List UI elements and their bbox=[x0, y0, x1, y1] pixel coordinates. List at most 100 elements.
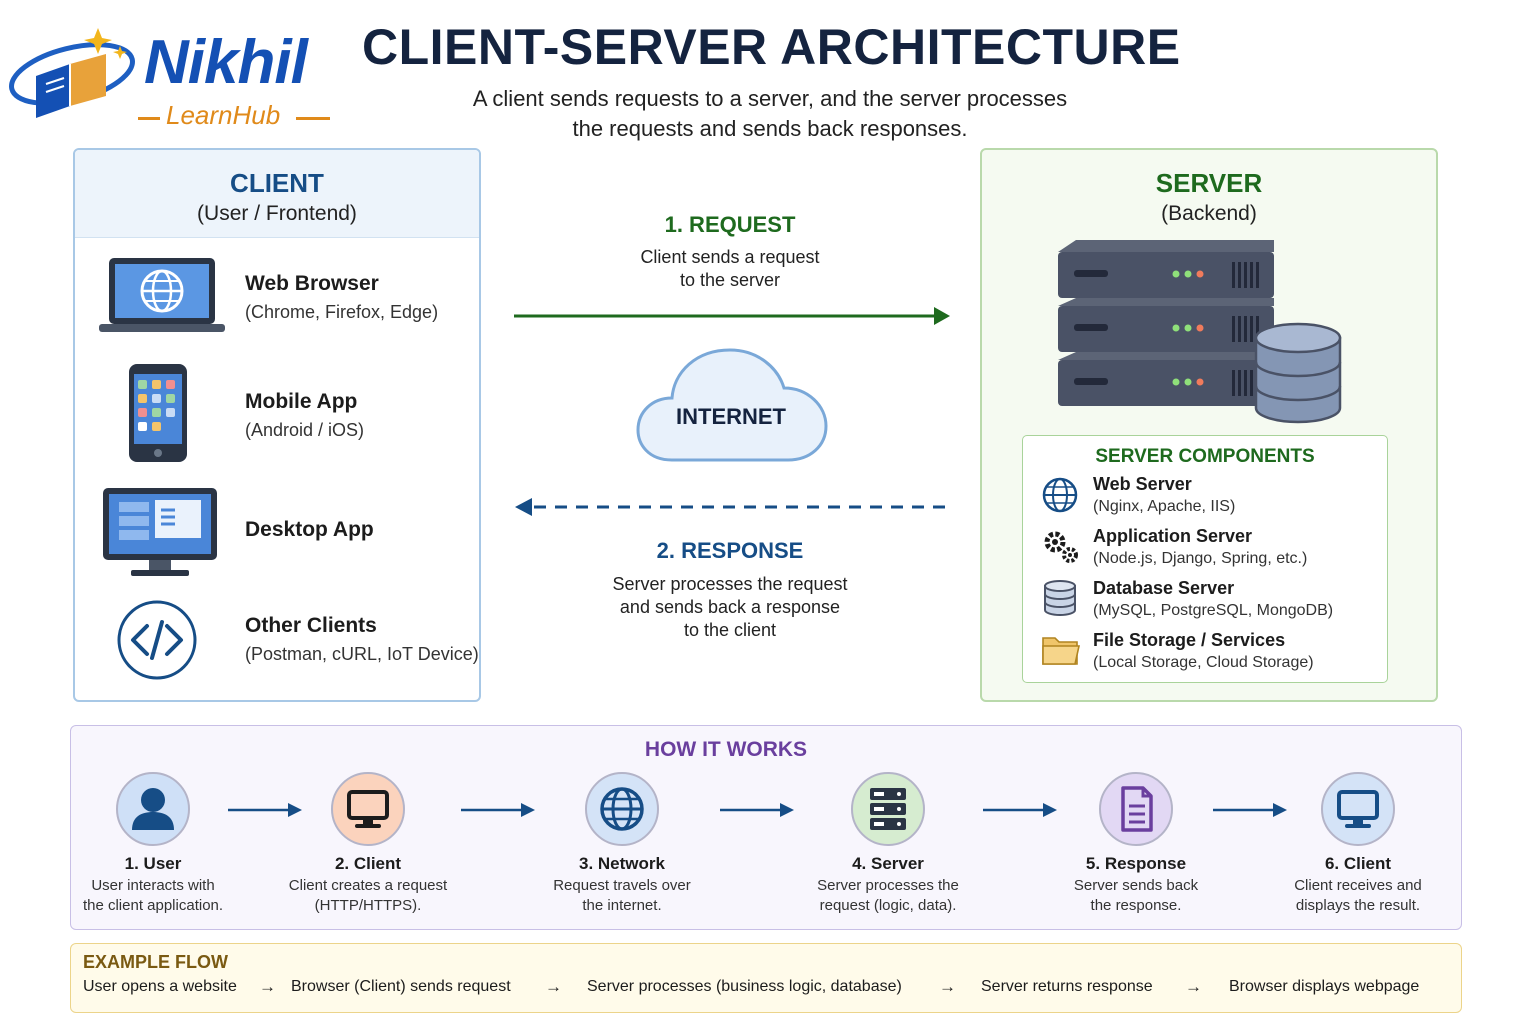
step-description: Client receives and displays the result. bbox=[1258, 876, 1458, 916]
client-item-name: Desktop App bbox=[245, 518, 374, 541]
client-header: CLIENT (User / Frontend) bbox=[75, 150, 479, 238]
step-line-2: the client application. bbox=[82, 897, 224, 914]
step-line-2: displays the result. bbox=[1295, 897, 1421, 914]
example-step: Browser (Client) sends request bbox=[291, 978, 511, 995]
example-flow-panel: EXAMPLE FLOW User opens a website → Brow… bbox=[70, 943, 1462, 1013]
response-arrow bbox=[515, 498, 950, 516]
client-item-detail: (Android / iOS) bbox=[245, 420, 365, 440]
step-line-2: request (logic, data). bbox=[819, 897, 957, 914]
request-line-1: Client sends a request bbox=[640, 247, 820, 267]
response-line-3: to the client bbox=[683, 620, 777, 640]
response-line-1: Server processes the request bbox=[612, 574, 848, 594]
document-icon bbox=[1121, 786, 1153, 832]
step-line-1: User interacts with bbox=[91, 877, 215, 894]
server-rack-icon bbox=[1058, 240, 1342, 424]
example-flow-title: EXAMPLE FLOW bbox=[83, 952, 228, 972]
globe-icon bbox=[1042, 477, 1078, 513]
step-description: Client creates a request (HTTP/HTTPS). bbox=[268, 876, 468, 916]
request-line-2: to the server bbox=[679, 270, 781, 290]
server-title: SERVER bbox=[1155, 168, 1263, 198]
step-title: 6. Client bbox=[1324, 854, 1392, 873]
logo-word: Nikhil bbox=[144, 28, 308, 97]
step-description: Server sends back the response. bbox=[1036, 876, 1236, 916]
request-description: Client sends a request to the server bbox=[590, 246, 870, 292]
flow-arrow bbox=[461, 803, 535, 817]
database-icon bbox=[1044, 580, 1076, 616]
step-circle bbox=[1321, 772, 1395, 846]
flow-arrow bbox=[228, 803, 302, 817]
client-item-detail: (Postman, cURL, IoT Device) bbox=[245, 644, 479, 664]
component-name: Application Server bbox=[1093, 526, 1253, 546]
component-detail: (Node.js, Django, Spring, etc.) bbox=[1093, 550, 1308, 567]
internet-label: INTERNET bbox=[676, 404, 786, 429]
subtitle-line-1: A client sends requests to a server, and… bbox=[472, 86, 1068, 111]
example-step: Server processes (business logic, databa… bbox=[587, 978, 902, 995]
how-it-works-title: HOW IT WORKS bbox=[644, 738, 808, 761]
client-subtitle: (User / Frontend) bbox=[197, 202, 357, 225]
component-name: File Storage / Services bbox=[1093, 630, 1286, 650]
client-item-detail: (Chrome, Firefox, Edge) bbox=[245, 302, 439, 322]
step-title: 2. Client bbox=[334, 854, 402, 873]
step-description: User interacts with the client applicati… bbox=[53, 876, 253, 916]
component-name: Web Server bbox=[1093, 474, 1192, 494]
client-title: CLIENT bbox=[230, 168, 324, 198]
flow-arrow bbox=[720, 803, 794, 817]
step-title: 1. User bbox=[124, 854, 182, 873]
desktop-monitor-icon bbox=[103, 488, 217, 576]
client-item-name: Other Clients bbox=[245, 614, 377, 637]
laptop-globe-icon bbox=[99, 258, 225, 332]
step-line-1: Client creates a request bbox=[288, 877, 448, 894]
response-description: Server processes the request and sends b… bbox=[580, 573, 880, 642]
gears-icon bbox=[1044, 531, 1078, 563]
client-panel: CLIENT (User / Frontend) Web Browser (Ch… bbox=[73, 148, 481, 702]
globe-icon bbox=[600, 787, 644, 831]
database-cylinder-icon bbox=[1254, 322, 1342, 424]
folder-icon bbox=[1042, 637, 1080, 665]
logo-subword: LearnHub bbox=[166, 100, 281, 130]
step-circle bbox=[851, 772, 925, 846]
example-arrow: → bbox=[545, 977, 562, 996]
step-circle bbox=[585, 772, 659, 846]
example-arrow: → bbox=[259, 977, 276, 996]
server-panel: SERVER (Backend) bbox=[980, 148, 1438, 702]
client-item-name: Mobile App bbox=[245, 390, 358, 413]
step-line-2: the response. bbox=[1090, 897, 1182, 914]
component-name: Database Server bbox=[1093, 578, 1235, 598]
example-arrow: → bbox=[1185, 977, 1202, 996]
component-detail: (MySQL, PostgreSQL, MongoDB) bbox=[1093, 602, 1334, 619]
smartphone-icon bbox=[129, 364, 187, 462]
code-icon bbox=[117, 600, 197, 680]
response-title: 2. RESPONSE bbox=[656, 538, 804, 563]
request-title: 1. REQUEST bbox=[664, 212, 796, 237]
subtitle-line-2: the requests and sends back responses. bbox=[572, 116, 968, 141]
server-subtitle: (Backend) bbox=[1161, 202, 1257, 225]
server-components-title: SERVER COMPONENTS bbox=[1095, 446, 1315, 467]
step-title: 5. Response bbox=[1085, 854, 1187, 873]
example-step: Browser displays webpage bbox=[1229, 978, 1420, 995]
step-line-2: (HTTP/HTTPS). bbox=[314, 897, 422, 914]
server-icon bbox=[870, 788, 906, 830]
step-circle bbox=[1099, 772, 1173, 846]
step-circle bbox=[116, 772, 190, 846]
book-logo-icon bbox=[9, 28, 135, 118]
step-line-1: Client receives and bbox=[1294, 877, 1422, 894]
component-detail: (Nginx, Apache, IIS) bbox=[1093, 498, 1236, 515]
step-description: Server processes the request (logic, dat… bbox=[788, 876, 988, 916]
response-line-2: and sends back a response bbox=[619, 597, 841, 617]
logo-rule-right bbox=[296, 117, 330, 120]
component-detail: (Local Storage, Cloud Storage) bbox=[1093, 654, 1314, 671]
step-description: Request travels over the internet. bbox=[522, 876, 722, 916]
step-title: 3. Network bbox=[579, 854, 665, 873]
logo-rule-left bbox=[138, 117, 160, 120]
step-line-1: Server sends back bbox=[1073, 877, 1199, 894]
step-line-2: the internet. bbox=[582, 897, 662, 914]
how-it-works-panel: HOW IT WORKS 1. User User interacts with… bbox=[70, 725, 1462, 930]
server-components-box: SERVER COMPONENTS Web Server (Nginx, Apa… bbox=[1022, 435, 1388, 683]
logo: Nikhil LearnHub bbox=[6, 14, 336, 128]
step-title: 4. Server bbox=[852, 854, 924, 873]
internet-cloud-icon bbox=[636, 348, 828, 462]
flow-arrow bbox=[983, 803, 1057, 817]
monitor-icon bbox=[347, 790, 389, 828]
page-title: CLIENT-SERVER ARCHITECTURE bbox=[362, 19, 1181, 75]
page-subtitle: A client sends requests to a server, and… bbox=[430, 84, 1110, 144]
